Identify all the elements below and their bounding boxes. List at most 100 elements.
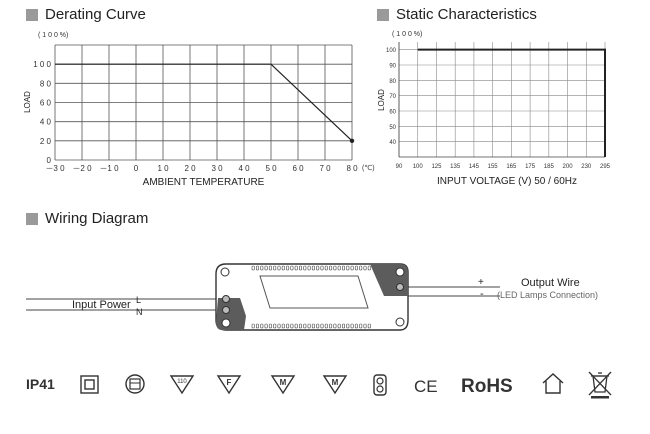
vent-slot [290,265,294,271]
vent-slot [341,265,345,271]
terminal-screw-n-icon [222,306,230,314]
x-tick-label: 165 [506,164,517,170]
vent-slot [255,323,259,329]
minus-label: - [480,288,484,300]
x-tick-label: 8 0 [346,164,358,173]
screw-icon [221,318,231,328]
vent-slot [320,323,324,329]
x-unit-label: (℃) [362,165,375,172]
vent-slot [341,323,345,329]
vent-slot [316,265,320,271]
vent-slot [311,265,315,271]
input-n-label: N [136,307,143,317]
vent-slot [303,265,307,271]
y-tick-label: 2 0 [40,137,52,146]
x-tick-label: 7 0 [319,164,331,173]
safety-transformer-icon [373,374,387,396]
indoor-use-house-icon [542,373,564,394]
y-tick-label: 50 [389,125,396,131]
x-tick-label: 185 [544,164,555,170]
double-insulation-icon [80,375,99,394]
vent-slot [350,323,354,329]
vent-slot [307,323,311,329]
x-tick-label: －2 0 [72,164,92,173]
x-tick-label: 3 0 [211,164,223,173]
x-tick-label: －1 0 [99,164,119,173]
vent-slot [298,323,302,329]
vent-slot [333,323,337,329]
vent-slot [307,265,311,271]
x-tick-label: 90 [396,164,403,170]
vent-slot [333,265,337,271]
x-tick-label: 135 [450,164,461,170]
x-tick-label: 1 0 [157,164,169,173]
triangle-m-text: M [280,378,287,387]
rohs-mark: RoHS [461,376,513,397]
x-tick-label: 295 [600,164,611,170]
y-tick-label: 40 [389,140,396,146]
vent-slot [359,265,363,271]
vent-slot [367,265,371,271]
x-tick-label: 155 [488,164,499,170]
screw-icon [395,267,405,277]
vent-slot [260,323,264,329]
section-square-icon [26,212,38,225]
vent-slot [329,323,333,329]
vent-slots-top [251,265,371,271]
x-tick-label: －3 0 [45,164,65,173]
triangle-m-text: M [332,378,339,387]
section-square-icon [26,8,38,21]
triangle-f-icon: F [216,375,242,395]
x-tick-label: 100 [413,164,424,170]
vent-slot [303,323,307,329]
vent-slot [316,323,320,329]
terminal-screw-l-icon [222,295,230,303]
y-tick-label: 60 [389,110,396,116]
triangle-m-icon: M [322,375,348,395]
label-plate [259,275,369,309]
vent-slot [346,323,350,329]
triangle-110-icon: 110 [169,375,195,395]
x-tick-label: 0 [134,164,139,173]
wiring-title: Wiring Diagram [26,210,148,227]
vent-slot [324,265,328,271]
x-axis-label: INPUT VOLTAGE (V) 50 / 60Hz [437,176,577,187]
vent-slot [264,265,268,271]
independent-device-icon [125,374,145,394]
vent-slot [281,265,285,271]
static-title: Static Characteristics [377,6,537,23]
derating-title-text: Derating Curve [45,6,146,23]
vent-slot [363,323,367,329]
x-tick-label: 6 0 [292,164,304,173]
vent-slot [264,323,268,329]
vent-slot [350,265,354,271]
y-tick-label: 80 [389,79,396,85]
vent-slot [273,265,277,271]
section-square-icon [377,8,389,21]
screw-icon [395,317,405,327]
vent-slot [324,323,328,329]
output-wire-label: Output Wire [521,277,580,289]
y-tick-label: 70 [389,94,396,100]
triangle-f-text: F [227,378,232,387]
vent-slot [354,265,358,271]
vent-slot [354,323,358,329]
x-axis-label: AMBIENT TEMPERATURE [143,177,265,188]
x-tick-label: 2 0 [184,164,196,173]
x-tick-label: 145 [469,164,480,170]
ce-mark: CE [414,377,438,396]
x-tick-label: 230 [581,164,592,170]
vent-slot [320,265,324,271]
y-tick-label: 4 0 [40,118,52,127]
vent-slot [298,265,302,271]
vent-slot [311,323,315,329]
y-unit-label: ( 1 0 0 %) [392,31,422,38]
vent-slot [346,265,350,271]
vent-slot [367,323,371,329]
y-tick-label: 0 [47,156,52,165]
output-wire-sub-label: (LED Lamps Connection) [497,290,598,300]
vent-slots-bottom [251,323,371,329]
vent-slot [255,265,259,271]
input-l-label: L [136,295,141,305]
